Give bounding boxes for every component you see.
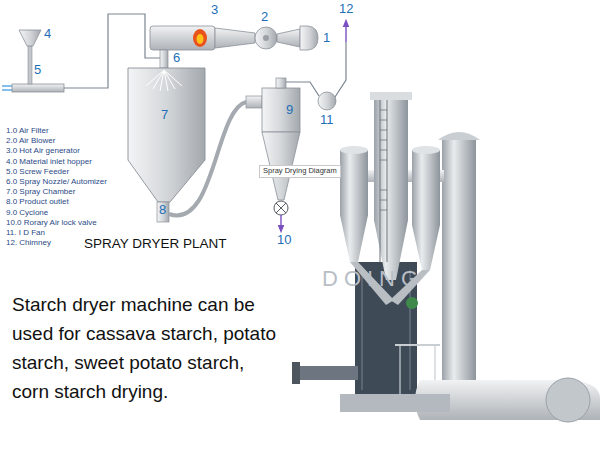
legend-item: 5.0 Screw Feeder [6, 167, 69, 176]
photo-fan [546, 378, 590, 422]
id-fan [318, 92, 336, 110]
inlet-arrow [2, 89, 12, 91]
hot-air-generator [150, 26, 215, 50]
cyclone-cap [340, 146, 368, 154]
legend-item: 3.0 Hot Air generator [6, 146, 80, 155]
callout-number: 9 [286, 103, 293, 118]
callout-number: 4 [44, 27, 51, 42]
legend-item: 1.0 Air Filter [6, 126, 49, 135]
railing-post [399, 345, 400, 395]
callout-number: 10 [277, 233, 291, 248]
cyclone-cap [412, 146, 440, 154]
callout-number: 12 [339, 2, 353, 17]
inlet-hopper [19, 30, 41, 46]
callout-number: 1 [323, 31, 330, 46]
product-outlet [157, 202, 169, 222]
flame-core [197, 34, 204, 44]
air-blower [255, 27, 277, 49]
legend-item: 4.0 Material inlet hopper [6, 157, 92, 166]
ladder-rungs [380, 110, 387, 210]
callout-number: 6 [173, 51, 180, 66]
legend-item: 9.0 Cyclone [6, 208, 48, 217]
diagram-label: Spray Drying Diagram [259, 165, 341, 178]
air-filter [300, 26, 318, 50]
exhaust-arrow [345, 23, 346, 42]
callout-number: 5 [34, 63, 41, 78]
screw-feeder [12, 84, 64, 92]
feed-pipe [292, 366, 358, 380]
drying-column [442, 138, 476, 388]
railing [395, 344, 440, 346]
cyclone-outlet [276, 78, 286, 88]
discharge-arrow [280, 215, 281, 229]
photo-cyclone [374, 98, 408, 220]
valve-mark [276, 203, 286, 213]
base-pipe [340, 394, 450, 412]
ladder-rail [380, 100, 381, 262]
chimney-line [335, 42, 346, 97]
diagram-title: SPRAY DRYER PLANT [84, 236, 227, 252]
air-duct [277, 29, 300, 47]
legend-item: 10.0 Rorary Air lock valve [6, 218, 97, 227]
spray-line [164, 70, 175, 89]
photo-cyclone-cone [412, 225, 440, 270]
blower-hub [263, 35, 269, 41]
cyclone [262, 88, 300, 132]
motor [406, 297, 418, 309]
legend-item: 6.0 Spray Nozzle/ Automizer [6, 177, 107, 186]
photo-cyclone-cone [340, 215, 368, 262]
hopper-stand [28, 46, 32, 84]
flame [193, 29, 207, 47]
callout-number: 2 [261, 10, 268, 25]
hot-air-duct [160, 50, 168, 68]
spray-pattern [146, 70, 182, 91]
spray-line [160, 70, 164, 91]
valve-mark [276, 203, 286, 213]
airlock-valve [274, 201, 288, 215]
product-pipe [169, 102, 246, 215]
exhaust-line [286, 82, 319, 96]
caption: Starch dryer machine can be used for cas… [12, 290, 282, 406]
callout-number: 3 [211, 3, 218, 18]
watermark: DOING [322, 266, 424, 291]
legend-item: 7.0 Spray Chamber [6, 187, 75, 196]
spray-chamber [128, 68, 205, 202]
photo-cyclone [340, 150, 368, 215]
legend-item: 2.0 Air Blower [6, 136, 55, 145]
column-top [438, 132, 480, 140]
legend-item: 11. I D Fan [6, 228, 45, 237]
ladder-rail [387, 100, 388, 262]
callout-number: 11 [320, 113, 334, 128]
cyclone-inlet [246, 96, 262, 108]
inlet-arrow [2, 85, 12, 87]
cyclone-cap [370, 92, 412, 100]
legend-item: 12. Chimney [6, 238, 51, 247]
callout-number: 8 [159, 203, 166, 218]
spray-line [164, 70, 182, 86]
air-duct [215, 28, 255, 48]
photo-cyclone [412, 150, 440, 225]
legend-item: 8.0 Product outlet [6, 197, 69, 206]
pipe-flange [292, 362, 300, 384]
dryer-photo [292, 92, 600, 422]
callout-number: 7 [161, 108, 168, 123]
